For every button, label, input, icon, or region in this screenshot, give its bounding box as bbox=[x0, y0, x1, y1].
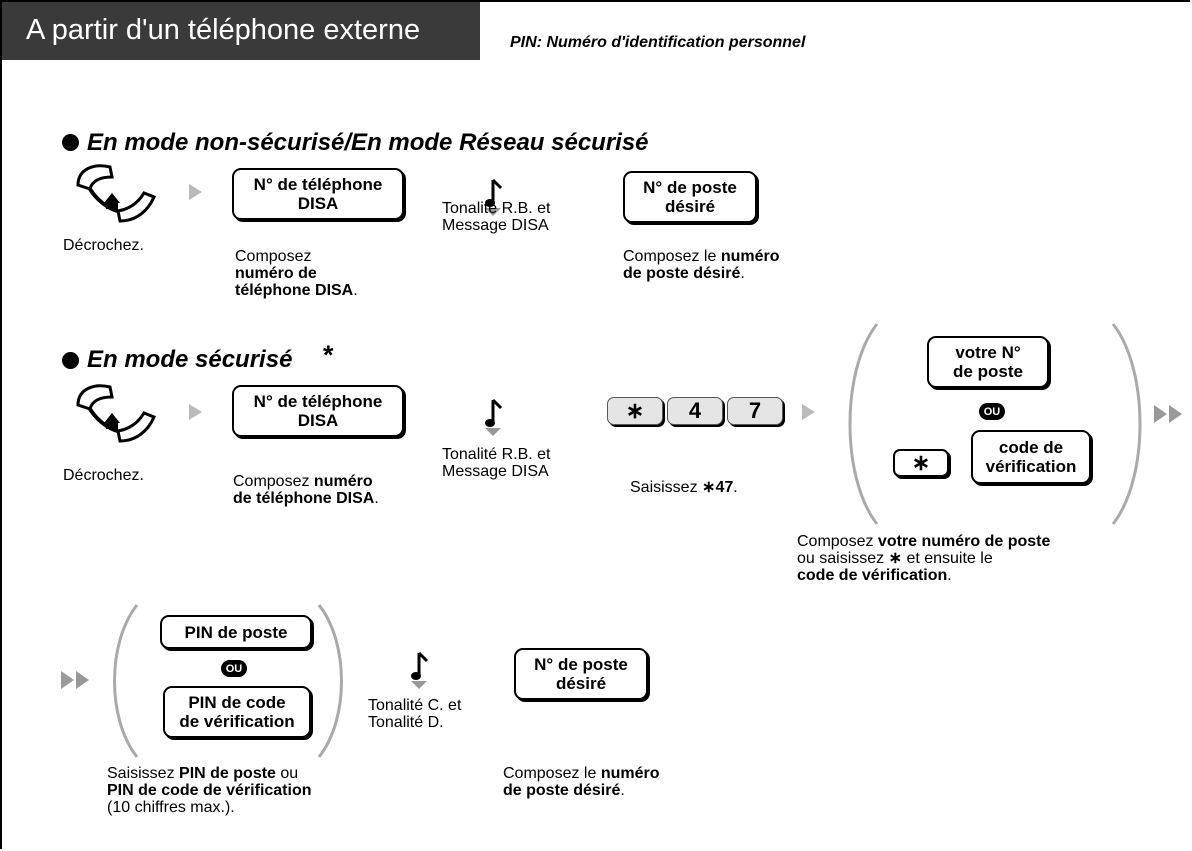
asterisk-note: * bbox=[323, 340, 334, 370]
disa-number-box: N° de téléphone DISA bbox=[232, 168, 404, 220]
verification-code-box: code de vérification bbox=[971, 430, 1091, 484]
desired-extension-box: N° de poste désiré bbox=[514, 648, 648, 700]
section2-caption: Composez votre numéro de poste ou saisis… bbox=[797, 533, 1051, 584]
section3-ext-caption: Composez le numéro de poste désiré. bbox=[503, 765, 660, 799]
choice-parentheses bbox=[848, 323, 1142, 525]
section1-title: En mode non-sécurisé/En mode Réseau sécu… bbox=[87, 129, 649, 156]
bullet-icon bbox=[62, 134, 79, 151]
music-note-icon bbox=[485, 178, 503, 216]
header-banner: A partir d'un téléphone externe bbox=[2, 2, 480, 60]
pin-note: PIN: Numéro d'identification personnel bbox=[510, 34, 806, 51]
next-arrow-icon bbox=[189, 184, 202, 200]
choice-parentheses bbox=[113, 604, 343, 758]
desired-extension-box: N° de poste désiré bbox=[623, 171, 757, 223]
music-note-icon bbox=[411, 651, 429, 689]
dial-extension-label: Composez le numéro de poste désiré. bbox=[623, 248, 780, 282]
continue-arrows-icon bbox=[1154, 405, 1182, 423]
key-7: 7 bbox=[727, 397, 783, 425]
disa-number-box: N° de téléphone DISA bbox=[232, 385, 404, 437]
next-arrow-icon bbox=[802, 404, 815, 420]
header-title: A partir d'un téléphone externe bbox=[26, 14, 421, 46]
key-star: ∗ bbox=[607, 397, 663, 425]
dial-disa-label: Composez numéro de téléphone DISA. bbox=[233, 473, 379, 507]
handset-offhook-icon bbox=[76, 164, 156, 223]
handset-offhook-icon bbox=[76, 384, 156, 443]
or-badge: OU bbox=[221, 660, 247, 677]
key-star: ∗ bbox=[893, 449, 949, 477]
dial-disa-label: Composez numéro de téléphone DISA. bbox=[235, 248, 358, 299]
bullet-icon bbox=[62, 352, 79, 369]
music-note-icon bbox=[485, 398, 503, 436]
or-badge: OU bbox=[979, 403, 1005, 420]
pin-extension-box: PIN de poste bbox=[160, 615, 312, 649]
offhook-label: Décrochez. bbox=[63, 467, 144, 484]
pin-verification-box: PIN de code de vérification bbox=[163, 686, 311, 738]
section2-title: En mode sécurisé bbox=[87, 346, 293, 373]
offhook-label: Décrochez. bbox=[63, 237, 144, 254]
key-4: 4 bbox=[667, 397, 723, 425]
section3-pin-caption: Saisissez PIN de poste ou PIN de code de… bbox=[107, 765, 312, 816]
next-arrow-icon bbox=[189, 404, 202, 420]
your-extension-box: votre N° de poste bbox=[927, 336, 1049, 388]
enter-47-label: Saisissez ∗47. bbox=[630, 479, 738, 496]
continue-arrows-icon bbox=[61, 671, 89, 689]
